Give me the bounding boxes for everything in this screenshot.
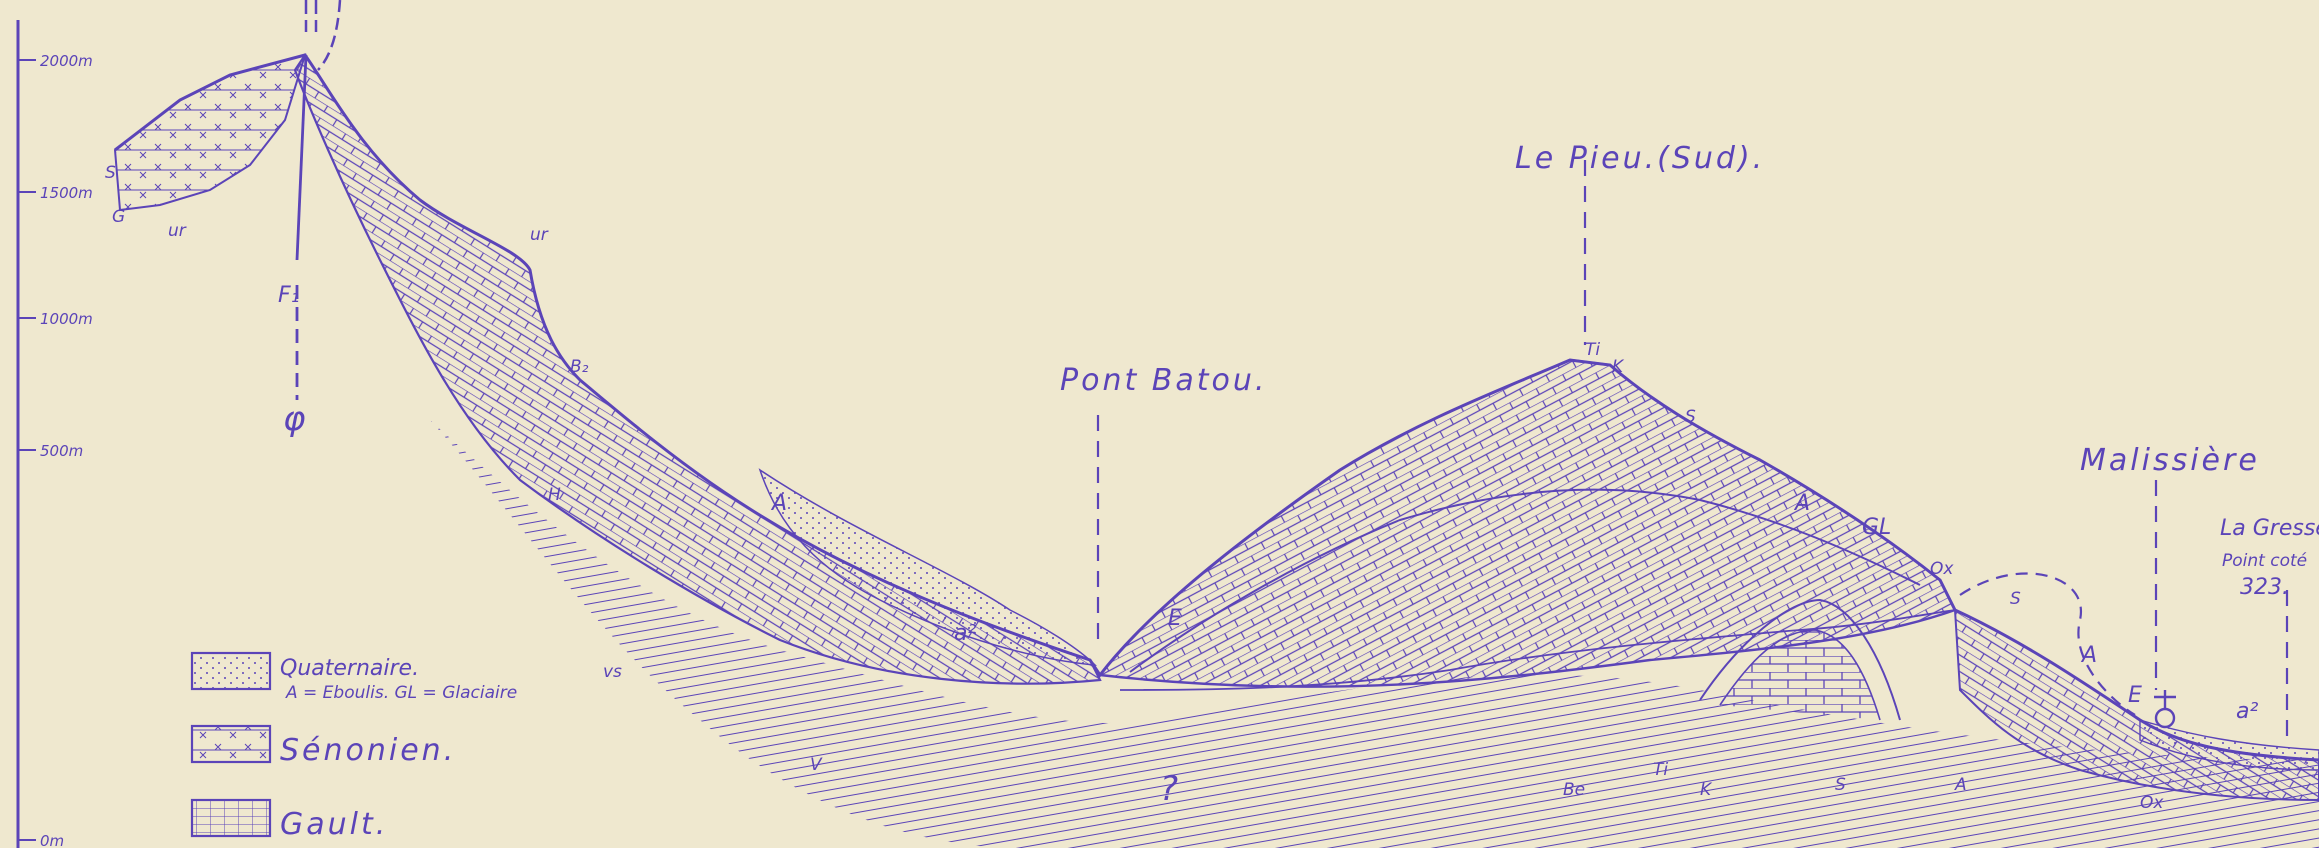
well-symbol [2154, 690, 2176, 727]
tick-label-2000: 2000m [40, 52, 93, 70]
fault-label: F₁ [278, 283, 299, 308]
label-ti-top: Ti [1585, 340, 1600, 360]
place-la-gresse: La Gresse [2220, 516, 2319, 541]
place-point-cote: Point coté [2222, 551, 2307, 571]
label-vs: vs [603, 662, 622, 682]
label-gl: GL [1862, 515, 1891, 540]
tick-label-0: 0m [40, 832, 64, 848]
label-g-left: G [112, 207, 125, 227]
label-ox-top: Ox [1930, 559, 1954, 579]
label-be: Be [1563, 780, 1585, 800]
label-ti-bottom: Ti [1653, 760, 1668, 780]
label-a2-right: a² [2236, 699, 2258, 724]
place-pont-batou: Pont Batou. [1060, 363, 1267, 398]
label-s-right: S [1685, 407, 1696, 427]
label-e-center: E [1168, 606, 1182, 631]
tick-label-1500: 1500m [40, 184, 93, 202]
label-question: ? [1160, 769, 1178, 809]
label-a-right: A [1793, 491, 1810, 516]
legend-swatch-gault [192, 800, 270, 836]
elevation-scale: 2000m 1500m 1000m 500m 0m [18, 20, 93, 848]
senonian-block-left [115, 55, 305, 210]
label-a-bottom: A [1954, 775, 1967, 795]
place-point-cote-value: 323. [2240, 575, 2289, 600]
legend-senonien: Sénonien. [280, 733, 456, 768]
legend-swatch-quaternaire [192, 653, 270, 689]
label-s-bottom: S [1835, 775, 1846, 795]
legend-swatch-senonien [192, 726, 270, 762]
legend-quaternaire-note: A = Eboulis. GL = Glaciaire [285, 683, 517, 703]
legend-gault: Gault. [280, 807, 388, 842]
legend-quaternaire: Quaternaire. [280, 656, 419, 681]
label-a-lower: A [2080, 643, 2097, 668]
place-malissiere: Malissière [2080, 443, 2260, 478]
legend: Quaternaire. A = Eboulis. GL = Glaciaire… [192, 653, 517, 842]
label-ox-bottom: Ox [2140, 793, 2164, 813]
limestone-slope-left [295, 55, 1100, 684]
label-b2: B₂ [570, 357, 589, 377]
tick-label-500: 500m [40, 442, 83, 460]
label-e-right: E [2128, 683, 2142, 708]
place-le-pieu: Le Pieu.(Sud). [1515, 141, 1765, 176]
label-a2-left: a² [954, 621, 976, 646]
label-s-left: S [105, 163, 116, 183]
label-s-small: S [2010, 589, 2021, 609]
label-h: H [548, 485, 561, 505]
fault-symbol: φ [283, 399, 306, 439]
label-k-bottom: K [1700, 780, 1713, 800]
label-ur-left: ur [168, 221, 187, 241]
tick-label-1000: 1000m [40, 310, 93, 328]
label-v: V [810, 755, 823, 775]
label-ur-top: ur [530, 225, 549, 245]
label-k-top: K [1612, 357, 1625, 377]
label-a-slope: A [770, 491, 787, 516]
